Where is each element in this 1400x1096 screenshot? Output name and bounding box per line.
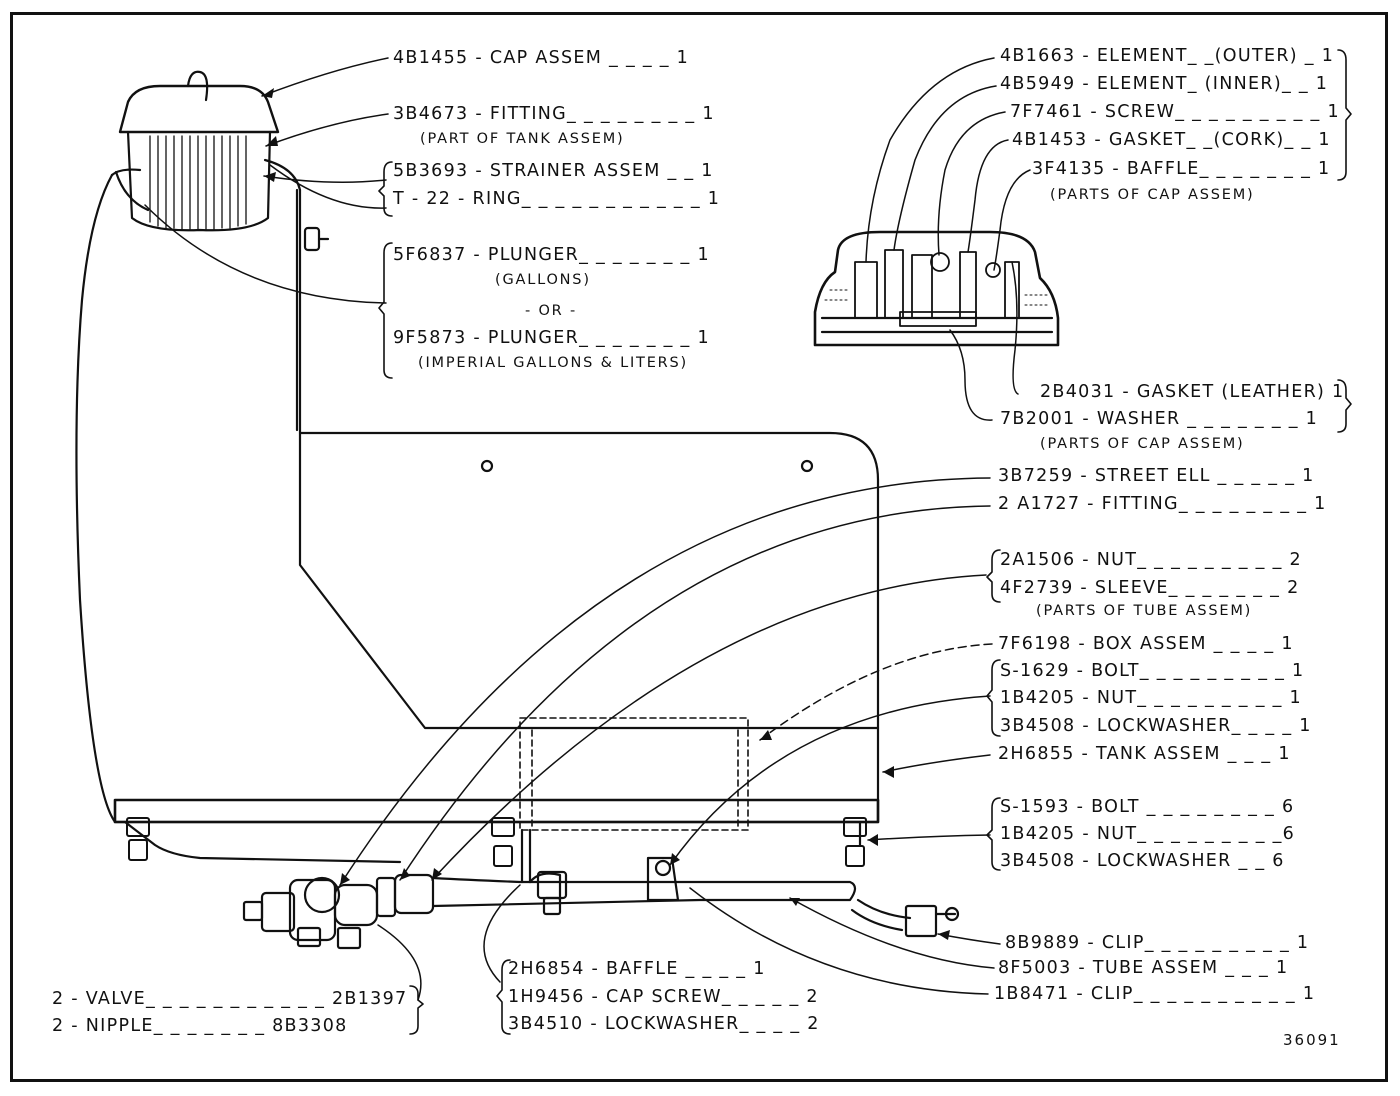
- label-tube-assem: 8F5003 - TUBE ASSEM _ _ _ 1: [998, 958, 1289, 978]
- label-lockwasher-3b4510: 3B4510 - LOCKWASHER_ _ _ _ 2: [508, 1014, 820, 1034]
- label-baffle-2h6854: 2H6854 - BAFFLE _ _ _ _ 1: [508, 959, 766, 979]
- label-clip-1b8471: 1B8471 - CLIP_ _ _ _ _ _ _ _ _ _ 1: [994, 984, 1316, 1004]
- arrowheads: [262, 88, 950, 940]
- label-cap-screw: 1H9456 - CAP SCREW_ _ _ _ _ 2: [508, 987, 819, 1007]
- label-plunger-gallons: 5F6837 - PLUNGER_ _ _ _ _ _ _ 1: [393, 245, 710, 265]
- label-valve: 2 - VALVE_ _ _ _ _ _ _ _ _ _ _ 2B1397: [52, 989, 408, 1009]
- label-clip-8b9889: 8B9889 - CLIP_ _ _ _ _ _ _ _ _ 1: [1005, 933, 1310, 953]
- label-lockwasher-b: 3B4508 - LOCKWASHER _ _ 6: [1000, 851, 1285, 871]
- label-gasket-leather: 2B4031 - GASKET (LEATHER) 1: [1040, 382, 1345, 402]
- label-strainer-assem: 5B3693 - STRAINER ASSEM _ _ 1: [393, 161, 714, 181]
- note-parts-of-cap-2: (PARTS OF CAP ASSEM): [1040, 436, 1245, 452]
- figure-frame: [10, 12, 1388, 1082]
- label-street-ell: 3B7259 - STREET ELL _ _ _ _ _ 1: [998, 466, 1315, 486]
- note-parts-of-tube: (PARTS OF TUBE ASSEM): [1036, 603, 1253, 619]
- label-element-outer: 4B1663 - ELEMENT_ _(OUTER) _ 1: [1000, 46, 1335, 66]
- note-part-of-tank: (PART OF TANK ASSEM): [420, 131, 625, 147]
- note-parts-of-cap-1: (PARTS OF CAP ASSEM): [1050, 187, 1255, 203]
- label-washer: 7B2001 - WASHER _ _ _ _ _ _ _ 1: [1000, 409, 1319, 429]
- label-sleeve: 4F2739 - SLEEVE_ _ _ _ _ _ _ 2: [1000, 578, 1300, 598]
- fuel-tank-body: [75, 158, 880, 824]
- rail-bolts: [126, 817, 867, 867]
- figure-number: 36091: [1283, 1031, 1341, 1049]
- tank-bottom-rail: [113, 798, 880, 864]
- label-gasket-cork: 4B1453 - GASKET_ _(CORK)_ _ 1: [1012, 130, 1331, 150]
- label-ring: T - 22 - RING_ _ _ _ _ _ _ _ _ _ _ 1: [393, 189, 721, 209]
- label-cap-assem: 4B1455 - CAP ASSEM _ _ _ _ 1: [393, 48, 690, 68]
- label-nut-1b4205-b: 1B4205 - NUT_ _ _ _ _ _ _ _ _6: [1000, 824, 1296, 844]
- label-nut-2a1506: 2A1506 - NUT_ _ _ _ _ _ _ _ _ 2: [1000, 550, 1302, 570]
- label-bolt-1593: S-1593 - BOLT _ _ _ _ _ _ _ _ 6: [1000, 797, 1295, 817]
- label-element-inner: 4B5949 - ELEMENT_ (INNER)_ _ 1: [1000, 74, 1329, 94]
- label-bolt-1629: S-1629 - BOLT_ _ _ _ _ _ _ _ _ 1: [1000, 661, 1305, 681]
- label-nut-1b4205-a: 1B4205 - NUT_ _ _ _ _ _ _ _ _ 1: [1000, 688, 1302, 708]
- cap-section-detail: [813, 230, 1060, 347]
- tank-cap-assem: [114, 70, 280, 232]
- label-plunger-imperial: 9F5873 - PLUNGER_ _ _ _ _ _ _ 1: [393, 328, 710, 348]
- label-lockwasher-a: 3B4508 - LOCKWASHER_ _ _ _ 1: [1000, 716, 1312, 736]
- note-or: - OR -: [525, 303, 577, 319]
- label-baffle-cap: 3F4135 - BAFFLE_ _ _ _ _ _ _ 1: [1032, 159, 1331, 179]
- grouping-braces: [378, 49, 1352, 1035]
- label-tank-assem: 2H6855 - TANK ASSEM _ _ _ 1: [998, 744, 1291, 764]
- label-box-assem: 7F6198 - BOX ASSEM _ _ _ _ 1: [998, 634, 1294, 654]
- note-gallons: (GALLONS): [495, 272, 591, 288]
- label-fitting-2a1727: 2 A1727 - FITTING_ _ _ _ _ _ _ _ 1: [998, 494, 1327, 514]
- label-nipple: 2 - NIPPLE_ _ _ _ _ _ _ 8B3308: [52, 1016, 348, 1036]
- label-fitting-3b4673: 3B4673 - FITTING_ _ _ _ _ _ _ _ 1: [393, 104, 715, 124]
- valve-and-tube: [242, 828, 960, 950]
- note-imperial: (IMPERIAL GALLONS & LITERS): [418, 355, 689, 371]
- label-screw: 7F7461 - SCREW_ _ _ _ _ _ _ _ _ 1: [1010, 102, 1340, 122]
- box-assem: [519, 717, 749, 831]
